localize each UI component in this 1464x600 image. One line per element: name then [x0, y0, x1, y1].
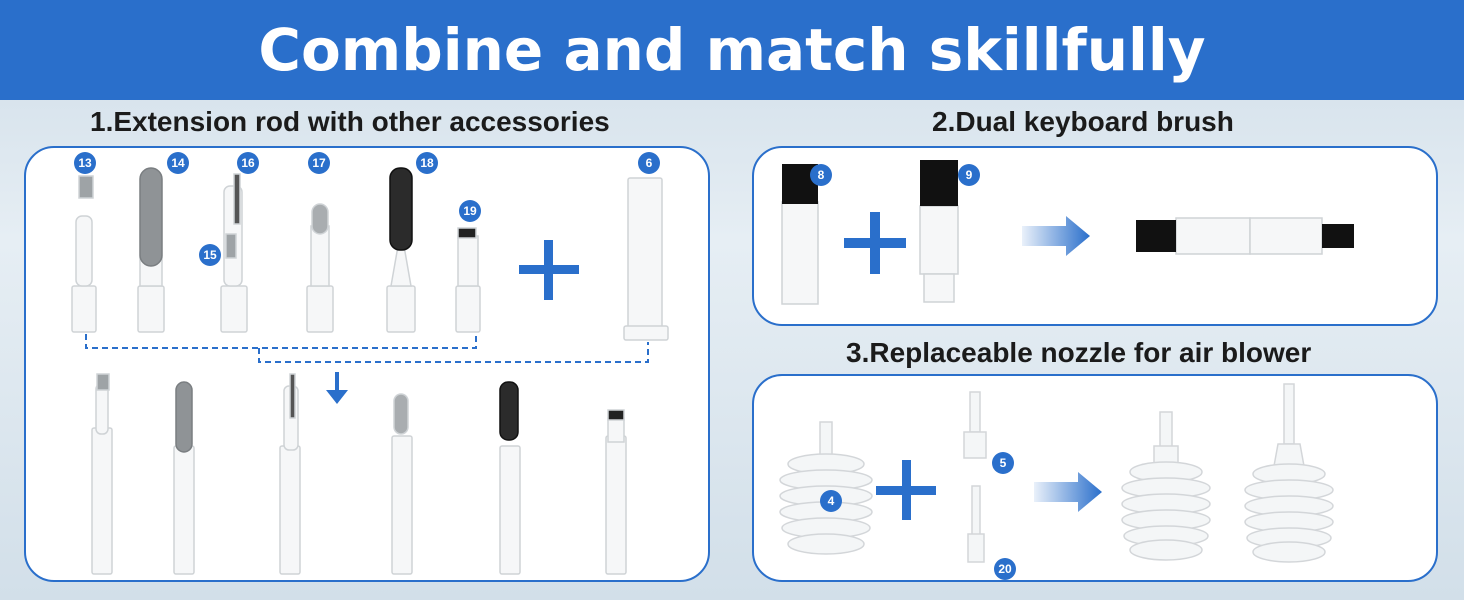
extension-rod-panel: 13 14 16 17 18 19 15 6: [24, 146, 710, 582]
badge-15: 15: [199, 244, 221, 266]
extension-rod-illustration: [71, 167, 669, 575]
badge-13: 13: [74, 152, 96, 174]
badge-8: 8: [810, 164, 832, 186]
arrow-right-icon: [1034, 472, 1102, 512]
badge-16: 16: [237, 152, 259, 174]
plus-icon: [876, 460, 936, 520]
badge-19: 19: [459, 200, 481, 222]
section-title-extension-rod: 1.Extension rod with other accessories: [90, 106, 610, 137]
page-title: Combine and match skillfully: [258, 16, 1206, 84]
plus-icon: [844, 212, 906, 274]
plus-icon: [519, 240, 579, 300]
arrow-right-icon: [1022, 216, 1090, 256]
keyboard-brush-panel: 8 9: [752, 146, 1438, 326]
keyboard-brush-illustration: [781, 160, 1354, 305]
section-title-keyboard-brush: 2.Dual keyboard brush: [932, 106, 1234, 137]
arrow-down-icon: [326, 372, 348, 404]
header-banner: Combine and match skillfully: [0, 0, 1464, 100]
badge-6: 6: [638, 152, 660, 174]
badge-5: 5: [992, 452, 1014, 474]
badge-14: 14: [167, 152, 189, 174]
nozzle-panel: 4 5 20: [752, 374, 1438, 582]
section-title-nozzle: 3.Replaceable nozzle for air blower: [846, 337, 1312, 368]
badge-4: 4: [820, 490, 842, 512]
badge-9: 9: [958, 164, 980, 186]
badge-17: 17: [308, 152, 330, 174]
nozzle-illustration: [779, 383, 1334, 563]
badge-18: 18: [416, 152, 438, 174]
badge-20: 20: [994, 558, 1016, 580]
